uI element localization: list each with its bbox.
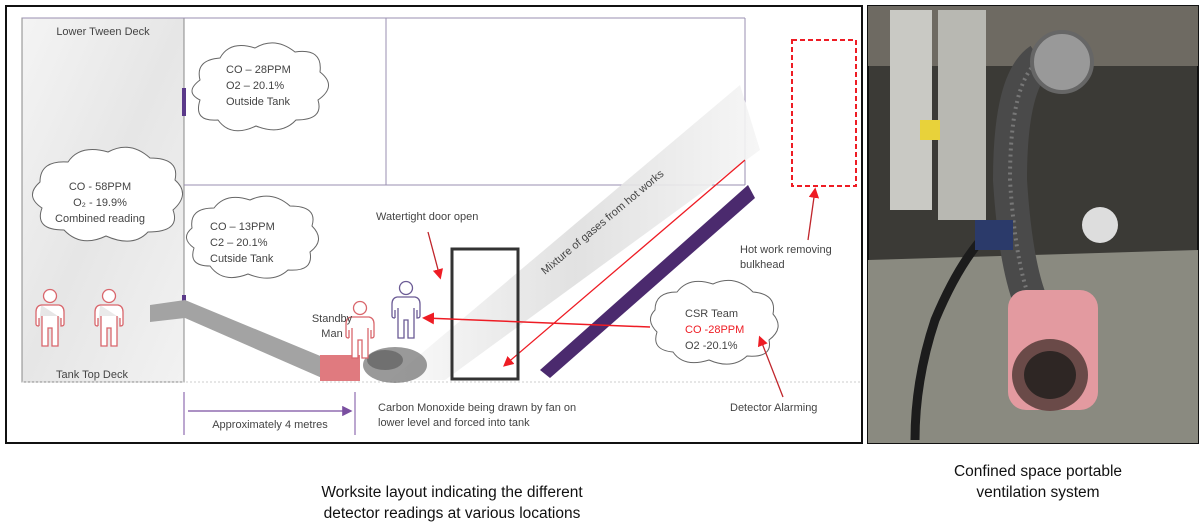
reading-cloud-lower-outside: CO – 13PPM C2 – 20.1% Cutside Tank — [186, 195, 319, 279]
standby-label-2: Man — [321, 328, 342, 340]
co-drawn-label-1: Carbon Monoxide being drawn by fan on — [378, 402, 576, 414]
standby-label-1: Standby — [312, 313, 353, 325]
co-drawn-label-2: lower level and forced into tank — [378, 417, 530, 429]
lower-tween-deck-label: Lower Tween Deck — [56, 26, 150, 38]
watertight-door — [450, 247, 520, 381]
svg-text:O₂ - 19.9%: O₂ - 19.9% — [73, 197, 127, 209]
hot-work-label-1: Hot work removing — [740, 244, 832, 256]
svg-text:Cutside Tank: Cutside Tank — [210, 253, 274, 265]
reading-cloud-csr-team: CSR Team CO -28PPM O2 -20.1% — [650, 279, 779, 365]
ventilation-duct — [150, 300, 330, 378]
hot-work-label-2: bulkhead — [740, 259, 785, 271]
svg-text:Combined reading: Combined reading — [55, 213, 145, 225]
right-caption-line-1: Confined space portable — [954, 463, 1122, 480]
right-caption-line-2: ventilation system — [976, 484, 1099, 501]
svg-text:O2 -20.1%: O2 -20.1% — [685, 340, 738, 352]
ventilation-fan — [320, 355, 360, 381]
detector-alarming-label: Detector Alarming — [730, 402, 817, 414]
alarm-reading: CO -28PPM — [685, 324, 744, 336]
gas-plume — [390, 85, 760, 380]
svg-text:O2 – 20.1%: O2 – 20.1% — [226, 80, 284, 92]
hot-work-zone — [791, 39, 857, 187]
watertight-door-label: Watertight door open — [376, 211, 478, 223]
left-caption-line-1: Worksite layout indicating the different — [321, 484, 583, 501]
left-caption-line-2: detector readings at various locations — [324, 505, 581, 522]
ventilation-photo — [867, 5, 1199, 444]
svg-text:CO - 58PPM: CO - 58PPM — [69, 181, 131, 193]
distance-label: Approximately 4 metres — [212, 419, 328, 431]
tank-top-deck-label: Tank Top Deck — [56, 369, 128, 381]
svg-text:Outside Tank: Outside Tank — [226, 96, 291, 108]
svg-text:CSR Team: CSR Team — [685, 308, 738, 320]
svg-text:CO – 13PPM: CO – 13PPM — [210, 221, 275, 233]
reading-cloud-combined: CO - 58PPM O₂ - 19.9% Combined reading — [32, 146, 183, 242]
reading-cloud-upper-outside: CO – 28PPM O2 – 20.1% Outside Tank — [191, 42, 329, 132]
bulkhead — [540, 185, 755, 378]
svg-text:C2 – 20.1%: C2 – 20.1% — [210, 237, 268, 249]
svg-text:CO – 28PPM: CO – 28PPM — [226, 64, 291, 76]
